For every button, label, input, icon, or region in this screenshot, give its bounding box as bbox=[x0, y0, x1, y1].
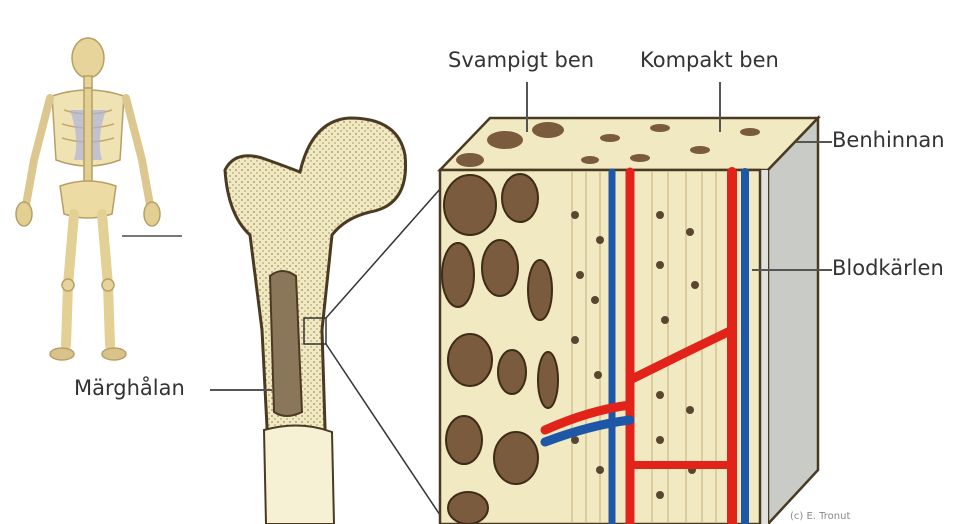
skeleton-figure bbox=[16, 38, 182, 360]
image-credit: (c) E. Tronut bbox=[790, 512, 850, 522]
label-spongy-bone: Svampigt ben bbox=[448, 50, 594, 71]
label-blood-vessels: Blodkärlen bbox=[832, 258, 944, 279]
bone-block-cutaway bbox=[440, 82, 832, 524]
label-marrow-cavity: Märghålan bbox=[74, 378, 185, 399]
label-compact-bone: Kompakt ben bbox=[640, 50, 779, 71]
femur-bone bbox=[210, 118, 448, 524]
label-periosteum: Benhinnan bbox=[832, 130, 945, 151]
